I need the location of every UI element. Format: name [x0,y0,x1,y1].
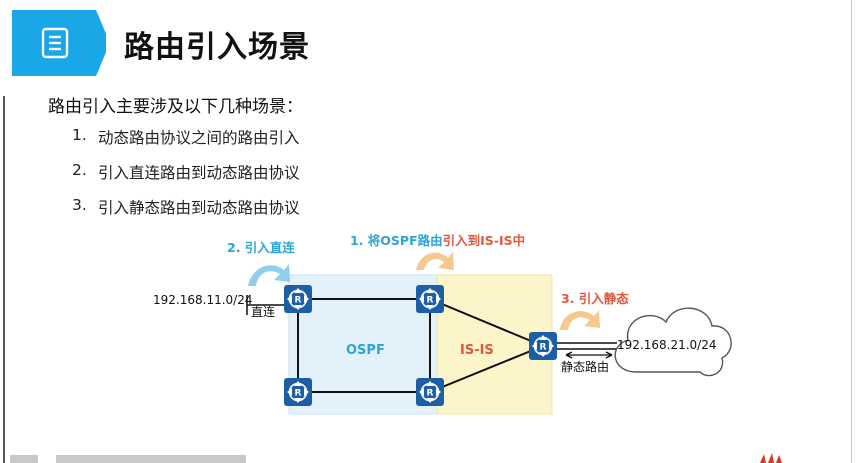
slide-right-border [851,0,852,463]
ospf-import-label-part2: 引入到IS-IS中 [443,233,526,248]
ospf-import-arrow [416,252,454,270]
router-icon [415,377,445,407]
router-icon [283,284,313,314]
header-chevron-band [12,10,106,76]
slide-left-border [3,96,5,463]
isis-area-label: IS-IS [460,343,494,358]
link-r2-r5 [429,298,544,347]
footer-blur-left [10,455,38,463]
ospf-area-label: OSPF [346,343,385,358]
scenario-list: 1. 动态路由协议之间的路由引入 2. 引入直连路由到动态路由协议 3. 引入静态路由… [72,126,300,231]
footer-logo-icon [760,453,782,463]
direct-link-label: 直连 [251,304,275,319]
direct-import-label: 2. 引入直连 [227,240,295,255]
router-icon [415,284,445,314]
static-route-label: 静态路由 [561,359,609,374]
static-import-arrow [560,310,600,330]
document-icon [41,27,69,59]
list-item-number: 3. [72,196,87,214]
ospf-import-label: 1. 将OSPF路由引入到IS-IS中 [350,233,525,248]
list-item: 1. 动态路由协议之间的路由引入 [72,126,300,161]
router-icon [283,377,313,407]
list-item-text: 引入静态路由到动态路由协议 [98,199,300,217]
router-icon [528,331,558,361]
list-item-text: 引入直连路由到动态路由协议 [98,164,300,182]
ospf-import-label-part1: 1. 将OSPF路由 [350,233,443,248]
left-network-label: 192.168.11.0/24 [153,293,252,307]
list-item: 3. 引入静态路由到动态路由协议 [72,196,300,231]
footer-blur-middle [56,455,246,463]
list-item-number: 1. [72,126,87,144]
list-item-number: 2. [72,161,87,179]
link-r4-r5 [429,345,544,393]
list-item: 2. 引入直连路由到动态路由协议 [72,161,300,196]
cloud-icon [614,307,732,377]
direct-import-arrow [248,264,290,286]
slide-header: 路由引入场景 [0,10,860,76]
right-network-label: 192.168.21.0/24 [617,338,716,352]
intro-text: 路由引入主要涉及以下几种场景： [48,97,303,117]
static-route-arrow [565,351,613,359]
list-item-text: 动态路由协议之间的路由引入 [98,129,300,147]
page-title: 路由引入场景 [124,30,310,65]
static-import-label: 3. 引入静态 [561,291,629,306]
